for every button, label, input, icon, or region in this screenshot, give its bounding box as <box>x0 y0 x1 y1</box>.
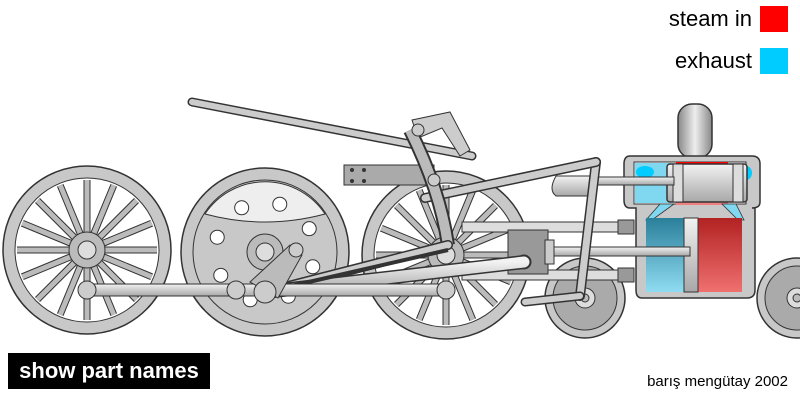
show-part-names-button[interactable]: show part names <box>8 353 210 389</box>
legend-label: exhaust <box>674 48 752 73</box>
valve-rod <box>593 176 675 186</box>
exhaust-swatch <box>760 48 788 74</box>
exhaust-pipe <box>677 103 713 159</box>
legend-exhaust: exhaust <box>675 48 788 74</box>
cylinder-steam-side <box>698 218 742 292</box>
credit-text: barış mengütay 2002 <box>647 373 788 390</box>
legend-label: steam in <box>668 6 752 31</box>
cylinder-block <box>623 155 761 299</box>
steam-in-swatch <box>760 6 788 32</box>
legend-steam-in: steam in <box>669 6 788 32</box>
